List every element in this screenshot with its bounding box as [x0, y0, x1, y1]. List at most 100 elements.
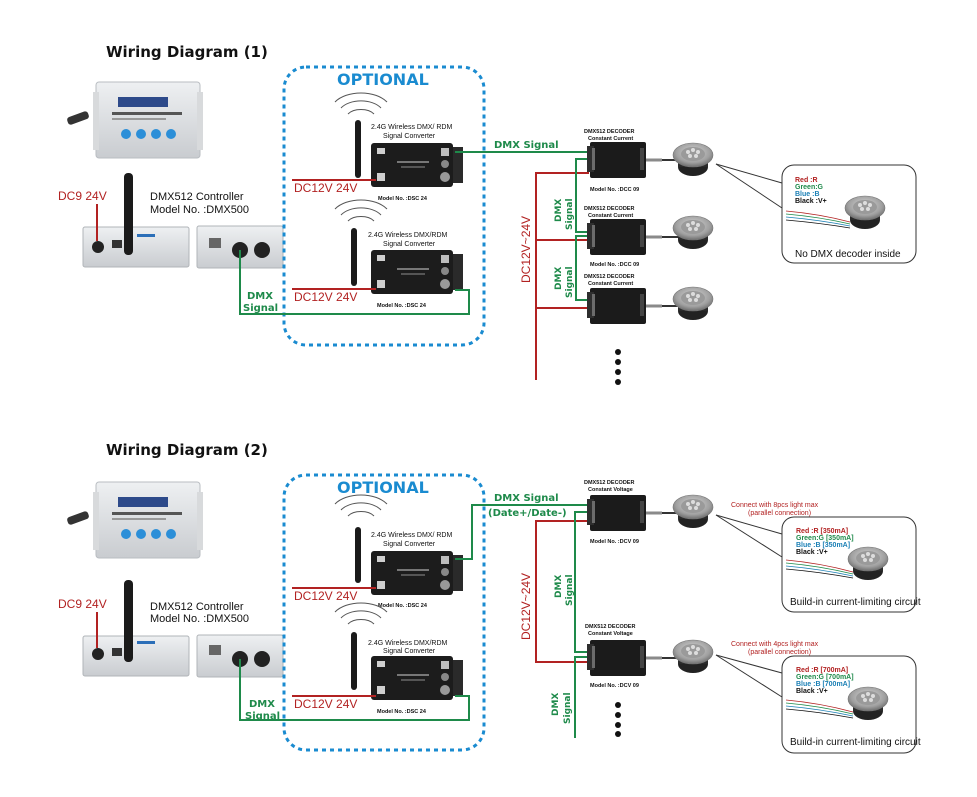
diagram-title: Wiring Diagram (2)	[106, 441, 268, 459]
led-lamp-2	[672, 215, 714, 250]
controller-model: Model No. :DMX500	[150, 204, 249, 216]
led-lamp-1	[672, 494, 714, 529]
converter-2-name-2: Signal Converter	[383, 241, 436, 248]
callout-1-legend-red: Red :R	[795, 177, 818, 184]
between-signal-label-2b: Signal	[565, 266, 575, 298]
controller-to-converter-signal-wire	[239, 659, 470, 721]
between-signal-label-2a: DMX	[554, 267, 564, 290]
decoder-3-type: Constant Current	[588, 281, 633, 287]
controller-power-label: DC9 24V	[58, 189, 107, 203]
lamp-callout-1	[715, 514, 917, 613]
decoder-2-model: Model No. :DCC 09	[590, 262, 639, 268]
decoder-2-name: DMX512 DECODER	[585, 624, 635, 630]
optional-label: OPTIONAL	[337, 70, 429, 89]
between-signal-label-2b: Signal	[563, 692, 573, 724]
converter-1-name: 2.4G Wireless DMX/ RDM	[371, 124, 452, 131]
converter-2-name: 2.4G Wireless DMX/RDM	[368, 640, 448, 647]
controller-name: DMX512 Controller	[150, 601, 244, 613]
callout-2-legend-blue: Blue :B [700mA]	[796, 681, 850, 688]
between-signal-label-1b: Signal	[565, 198, 575, 230]
callout-1-legend-green: Green:G	[795, 184, 824, 191]
between-signal-label-2a: DMX	[551, 693, 561, 716]
converter-1-name-2: Signal Converter	[383, 133, 436, 140]
decoder-2-type: Constant Voltage	[588, 631, 633, 637]
decoder-2	[585, 638, 682, 678]
decoder-power-label: DC12V~24V	[519, 216, 533, 283]
converter-1-power-label: DC12V 24V	[294, 181, 357, 195]
callout-2-note-2: (parallel connection)	[748, 649, 811, 656]
optional-label: OPTIONAL	[337, 478, 429, 497]
between-signal-label-1a: DMX	[554, 575, 564, 598]
decoder-link-wire-2	[575, 235, 589, 301]
decoder-1-type: Constant Voltage	[588, 487, 633, 493]
decoder-1-name: DMX512 DECODER	[584, 480, 634, 486]
controller-power-label: DC9 24V	[58, 597, 107, 611]
decoder-1-model: Model No. :DCV 09	[590, 539, 639, 545]
controller-signal-label-2: Signal	[243, 303, 278, 314]
between-signal-label-1b: Signal	[565, 574, 575, 606]
wiring-diagram-1: Wiring Diagram (1) DC9 24V DMX512 Contro	[58, 43, 917, 385]
continuation-dots	[615, 349, 621, 385]
converter-1-model: Model No. :DSC 24	[378, 196, 428, 202]
decoder-2-name: DMX512 DECODER	[584, 206, 634, 212]
converter-2-power-label: DC12V 24V	[294, 290, 357, 304]
dmx-controller-rear-image	[82, 173, 190, 268]
controller-signal-label-1: DMX	[249, 699, 275, 710]
decoder-1-model: Model No. :DCC 09	[590, 187, 639, 193]
controller-name: DMX512 Controller	[150, 191, 244, 203]
decoder-2	[585, 217, 682, 257]
callout-1-legend-green: Green:G [350mA]	[796, 535, 854, 542]
converter-2-name: 2.4G Wireless DMX/RDM	[368, 232, 448, 239]
converter-1-model: Model No. :DSC 24	[378, 603, 428, 609]
decoder-3-name: DMX512 DECODER	[584, 274, 634, 280]
callout-1-legend-blue: Blue :B	[795, 191, 820, 198]
optional-region	[282, 65, 486, 347]
decoder-power-label: DC12V~24V	[519, 573, 533, 640]
controller-model: Model No. :DMX500	[150, 613, 249, 625]
callout-2-legend-black: Black :V+	[796, 688, 828, 695]
dmx-controller-front-image	[67, 481, 203, 559]
decoder-link-wire-2	[574, 656, 589, 738]
callout-1-legend-blue: Blue :B [350mA]	[796, 542, 850, 549]
continuation-dots	[615, 702, 621, 737]
callout-1-legend-black: Black :V+	[795, 198, 827, 205]
converter-2-model: Model No. :DSC 24	[377, 303, 427, 309]
decoder-1-name: DMX512 DECODER	[584, 129, 634, 135]
lamp-callout-1	[715, 163, 917, 264]
decoder-1-type: Constant Current	[588, 136, 633, 142]
wireless-converter-1	[334, 92, 463, 187]
decoder-2-type: Constant Current	[588, 213, 633, 219]
dmx-signal-bus-wire	[455, 504, 589, 560]
converter-2-model: Model No. :DSC 24	[377, 709, 427, 715]
wireless-converter-2	[334, 602, 463, 700]
dmx-signal-bus-label: DMX Signal	[494, 493, 559, 504]
controller-signal-label-1: DMX	[247, 291, 273, 302]
decoder-1	[585, 493, 682, 533]
optional-region	[282, 473, 486, 752]
wiring-diagram-2: Wiring Diagram (2) DC9 24V DMX512 Contro…	[58, 441, 921, 754]
decoder-link-wire-1	[574, 511, 589, 653]
converter-2-power-label: DC12V 24V	[294, 697, 357, 711]
dmx-controller-output-image	[196, 225, 284, 269]
callout-1-legend-red: Red :R [350mA]	[796, 528, 848, 535]
callout-1-legend-black: Black :V+	[796, 549, 828, 556]
converter-1-power-label: DC12V 24V	[294, 589, 357, 603]
decoder-3	[585, 286, 682, 326]
dmx-signal-bus-sub: (Date+/Date-)	[488, 508, 567, 519]
callout-2-note: Connect with 4pcs light max	[731, 641, 819, 648]
callout-1-note: Connect with 8pcs light max	[731, 502, 819, 509]
between-signal-label-1a: DMX	[554, 199, 564, 222]
dmx-controller-rear-image	[82, 580, 190, 677]
decoder-power-bus-wire	[535, 520, 589, 663]
lamp-callout-2	[715, 654, 917, 754]
led-lamp-1	[672, 142, 714, 177]
callout-2-legend-red: Red :R [700mA]	[796, 667, 848, 674]
callout-1-note-2: (parallel connection)	[748, 510, 811, 517]
callout-1-caption: No DMX decoder inside	[795, 249, 901, 260]
led-lamp-3	[672, 286, 714, 321]
converter-1-name-2: Signal Converter	[383, 541, 436, 548]
converter-2-name-2: Signal Converter	[383, 648, 436, 655]
controller-to-converter-signal-wire	[239, 250, 470, 315]
wireless-converter-1	[334, 494, 463, 595]
diagram-title: Wiring Diagram (1)	[106, 43, 268, 61]
